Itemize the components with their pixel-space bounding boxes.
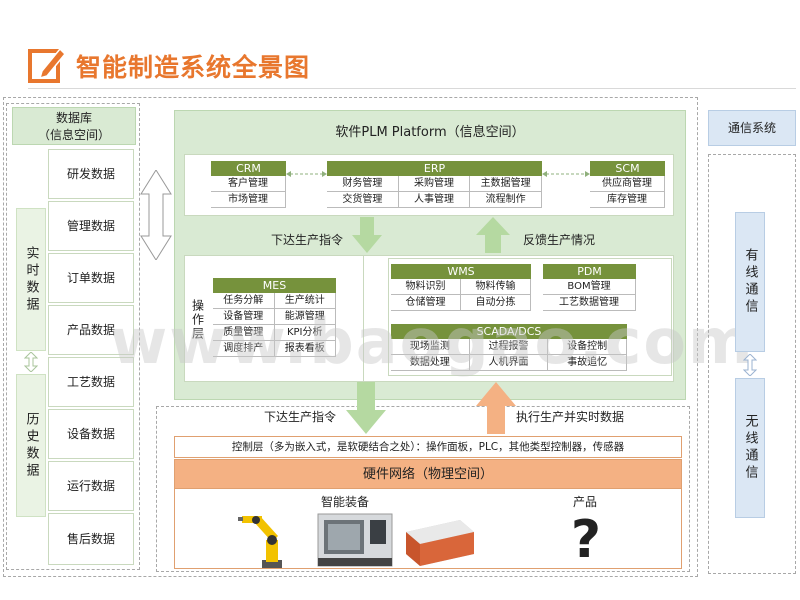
database-item: 售后数据 [48,513,134,565]
down-arrow-lower-icon [346,382,386,434]
comm-double-arrow-icon [742,353,758,377]
wms-item: 仓储管理 [391,295,461,311]
mes-module: MES 任务分解 生产统计 设备管理 能源管理 质量管理 KPI分析 调度排产 … [213,278,336,357]
pdm-module: PDM BOM管理 工艺数据管理 [543,264,636,311]
hardware-network-bar: 硬件网络（物理空间） [174,459,682,489]
scm-title: SCM [590,161,665,176]
database-plm-double-arrow-icon [140,169,172,261]
database-item: 研发数据 [48,149,134,199]
scada-item: 过程报警 [469,339,549,355]
up-arrow-lower-icon [476,382,516,434]
edit-note-icon [28,45,67,85]
erp-title: ERP [327,161,542,176]
wired-communication-box: 有线通信 [735,212,765,352]
pdm-item: BOM管理 [543,279,636,295]
scada-module: SCADA/DCS 现场监测 过程报警 设备控制 数据处理 人机界面 事故追忆 [391,324,627,371]
page-title: 智能制造系统全景图 [76,53,311,82]
database-panel [6,103,140,570]
operation-layer-divider [363,255,364,382]
database-item: 工艺数据 [48,357,134,407]
realtime-history-arrow-icon [23,351,39,373]
erp-item: 人事管理 [398,192,471,208]
feedback-production-label: 反馈生产情况 [522,233,595,247]
realtime-data-label-box: 实时数据 [16,208,46,351]
realtime-data-label: 实时数据 [23,245,39,314]
database-item: 产品数据 [48,305,134,355]
crm-item: 客户管理 [211,176,286,192]
wms-item: 物料识别 [391,279,461,295]
database-header: 数据库 （信息空间） [12,107,136,145]
issue-production-order-label: 下达生产指令 [270,233,343,247]
crm-erp-connector-icon [286,164,327,177]
crm-item: 市场管理 [211,192,286,208]
database-item: 设备数据 [48,409,134,459]
scada-item: 人机界面 [469,355,549,371]
pdm-title: PDM [543,264,636,279]
database-item: 运行数据 [48,461,134,511]
product-label: 产品 [572,495,597,509]
mes-title: MES [213,278,336,293]
communication-system-header: 通信系统 [708,110,796,146]
mes-item: 报表看板 [274,341,336,357]
scada-title: SCADA/DCS [391,324,627,339]
mes-item: 生产统计 [274,293,336,309]
wms-item: 自动分拣 [461,295,531,311]
communication-panel [708,154,796,574]
physical-space-frame [156,406,690,572]
erp-item: 采购管理 [398,176,471,192]
wireless-communication-box: 无线通信 [735,378,765,518]
erp-item: 交货管理 [327,192,399,208]
erp-item: 主数据管理 [470,176,542,192]
mes-item: 任务分解 [213,293,275,309]
mes-item: 调度排产 [213,341,275,357]
execute-production-label: 执行生产并实时数据 [515,410,624,424]
control-layer-bar: 控制层（多为嵌入式，是软硬结合之处）：操作面板，PLC，其他类型控制器，传感器 [174,436,682,458]
panorama-frame [3,97,698,577]
erp-item: 流程制作 [470,192,542,208]
mes-item: KPI分析 [274,325,336,341]
erp-scm-connector-icon [542,164,590,177]
erp-item: 财务管理 [327,176,399,192]
ops-label-box: 操作层 [189,290,207,350]
mes-item: 能源管理 [274,309,336,325]
plm-platform-header: 软件PLM Platform（信息空间） [335,125,525,140]
mes-item: 设备管理 [213,309,275,325]
scada-item: 现场监测 [391,339,470,355]
crm-title: CRM [211,161,286,176]
scm-item: 供应商管理 [590,176,665,192]
crm-module: CRM 客户管理 市场管理 [211,161,286,208]
erp-module: ERP 财务管理 采购管理 主数据管理 交货管理 人事管理 流程制作 [327,161,542,208]
up-arrow-icon [476,217,510,253]
history-data-label: 历史数据 [23,411,39,480]
scada-item: 设备控制 [548,339,627,355]
ops-label: 操作层 [190,299,205,341]
scm-item: 库存管理 [590,192,665,208]
wms-module: WMS 物料识别 物料传输 仓储管理 自动分拣 [391,264,531,311]
wms-item: 物料传输 [461,279,531,295]
watermark: www.baogao.com [110,305,755,378]
mes-item: 质量管理 [213,325,275,341]
cnc-machine-image [316,512,394,568]
history-data-label-box: 历史数据 [16,374,46,517]
wired-communication-label: 有线通信 [742,248,758,316]
wms-title: WMS [391,264,531,279]
scada-item: 数据处理 [391,355,470,371]
robot-arm-image [238,510,306,570]
laser-device-image [400,512,478,568]
database-item: 管理数据 [48,201,134,251]
pdm-item: 工艺数据管理 [543,295,636,311]
issue-production-order-lower-label: 下达生产指令 [263,410,336,424]
wireless-communication-label: 无线通信 [742,414,758,482]
database-item: 订单数据 [48,253,134,303]
title-divider [28,88,796,89]
product-question-mark: ? [570,510,602,570]
smart-equipment-label: 智能装备 [320,495,369,509]
down-arrow-icon [352,217,382,253]
scm-module: SCM 供应商管理 库存管理 [590,161,665,208]
scada-item: 事故追忆 [548,355,627,371]
